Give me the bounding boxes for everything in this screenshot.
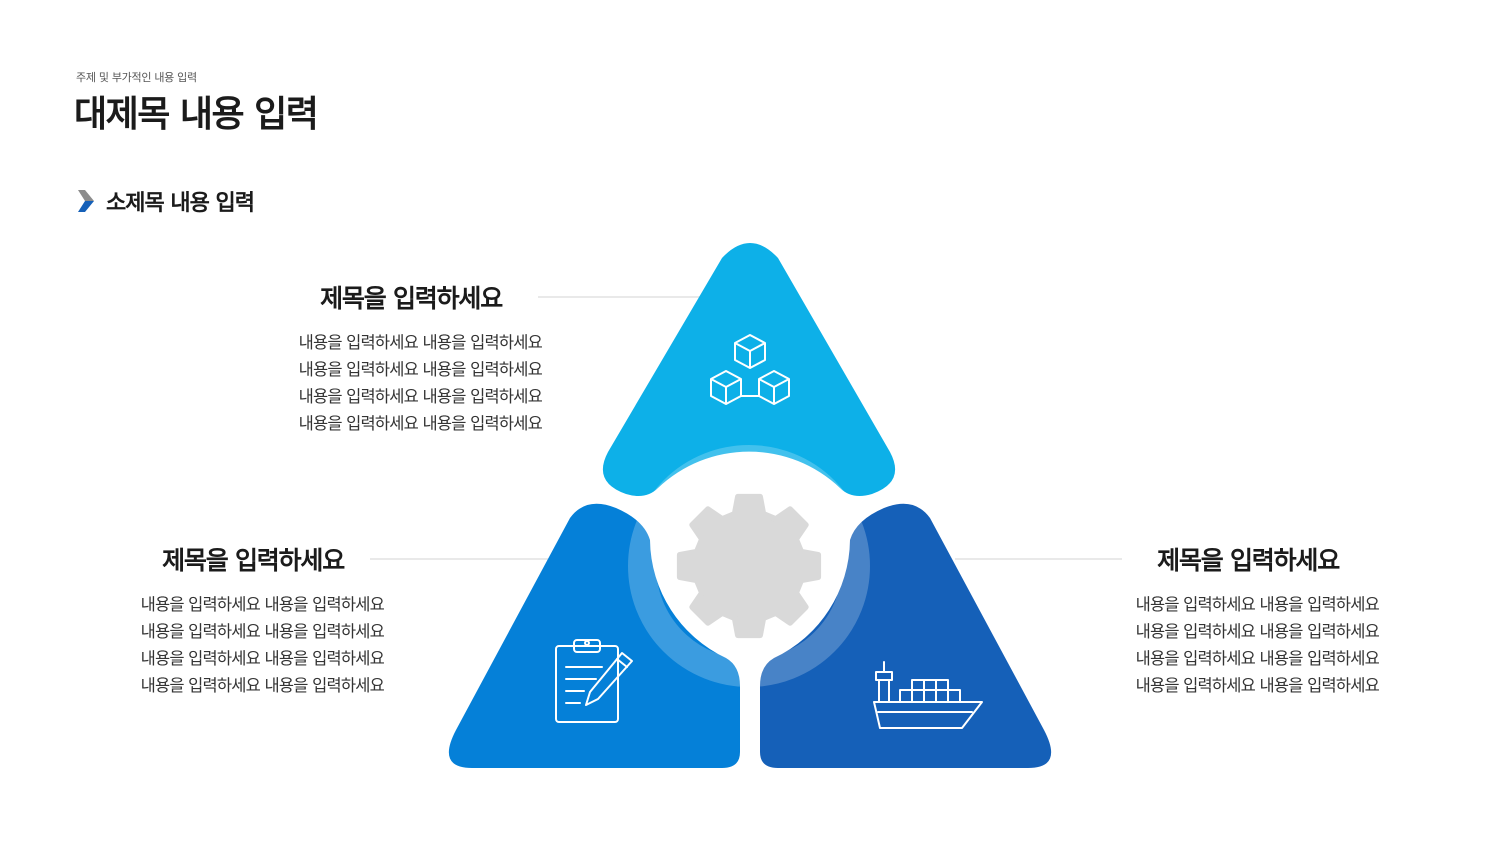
- block-line: 내용을 입력하세요 내용을 입력하세요: [140, 595, 385, 614]
- block-lines-right: 내용을 입력하세요 내용을 입력하세요 내용을 입력하세요 내용을 입력하세요 …: [1089, 591, 1380, 699]
- block-line: 내용을 입력하세요 내용을 입력하세요: [298, 360, 543, 379]
- segment-left: [448, 503, 740, 768]
- block-line: 내용을 입력하세요 내용을 입력하세요: [1135, 676, 1380, 695]
- block-line: 내용을 입력하세요 내용을 입력하세요: [298, 414, 543, 433]
- cubes-icon: [710, 334, 790, 405]
- segment-top: [602, 243, 896, 496]
- block-line: 내용을 입력하세요 내용을 입력하세요: [1135, 622, 1380, 641]
- eyebrow-text: 주제 및 부가적인 내용 입력: [76, 71, 197, 84]
- block-line: 내용을 입력하세요 내용을 입력하세요: [140, 649, 385, 668]
- text-block-right: 제목을 입력하세요 내용을 입력하세요 내용을 입력하세요 내용을 입력하세요 …: [1089, 545, 1380, 699]
- block-line: 내용을 입력하세요 내용을 입력하세요: [1135, 649, 1380, 668]
- chevron-right-icon: [78, 190, 94, 212]
- block-line: 내용을 입력하세요 내용을 입력하세요: [1135, 595, 1380, 614]
- block-line: 내용을 입력하세요 내용을 입력하세요: [298, 387, 543, 406]
- sub-heading: 소제목 내용 입력: [76, 185, 255, 217]
- text-block-top: 제목을 입력하세요 내용을 입력하세요 내용을 입력하세요 내용을 입력하세요 …: [252, 283, 543, 437]
- block-line: 내용을 입력하세요 내용을 입력하세요: [298, 333, 543, 352]
- block-line: 내용을 입력하세요 내용을 입력하세요: [140, 676, 385, 695]
- block-line: 내용을 입력하세요 내용을 입력하세요: [140, 622, 385, 641]
- page-title: 대제목 내용 입력: [74, 94, 319, 135]
- gear-icon: [676, 493, 822, 639]
- block-lines-top: 내용을 입력하세요 내용을 입력하세요 내용을 입력하세요 내용을 입력하세요 …: [252, 329, 543, 437]
- text-block-left: 제목을 입력하세요 내용을 입력하세요 내용을 입력하세요 내용을 입력하세요 …: [94, 545, 385, 699]
- center-ring: [628, 445, 870, 687]
- block-title-right: 제목을 입력하세요: [1157, 546, 1340, 575]
- block-title-top: 제목을 입력하세요: [320, 284, 503, 313]
- sub-heading-text: 소제목 내용 입력: [106, 191, 255, 216]
- block-title-left: 제목을 입력하세요: [162, 546, 345, 575]
- cargo-ship-icon: [873, 661, 983, 729]
- block-lines-left: 내용을 입력하세요 내용을 입력하세요 내용을 입력하세요 내용을 입력하세요 …: [94, 591, 385, 699]
- clipboard-pencil-icon: [555, 639, 633, 723]
